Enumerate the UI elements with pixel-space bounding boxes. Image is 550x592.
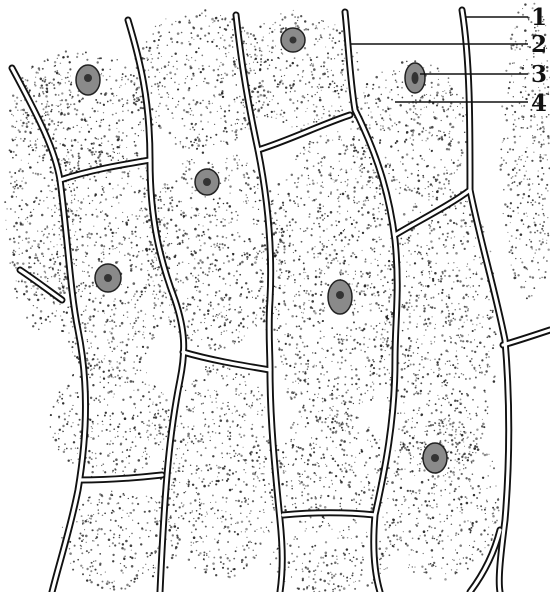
- label-4: 4: [531, 90, 547, 117]
- labels: 1 2 3 4: [531, 4, 547, 117]
- nucleus-6: [328, 280, 352, 314]
- nucleus-3: [405, 63, 425, 93]
- label-1: 1: [531, 4, 547, 31]
- nucleus-4: [195, 169, 219, 195]
- nucleus-7: [423, 443, 447, 473]
- nucleus-2: [281, 28, 305, 52]
- leader-lines: [350, 17, 528, 102]
- nucleus-5: [95, 264, 121, 292]
- nucleus-1: [76, 65, 100, 95]
- label-3: 3: [531, 61, 547, 88]
- label-2: 2: [531, 31, 547, 58]
